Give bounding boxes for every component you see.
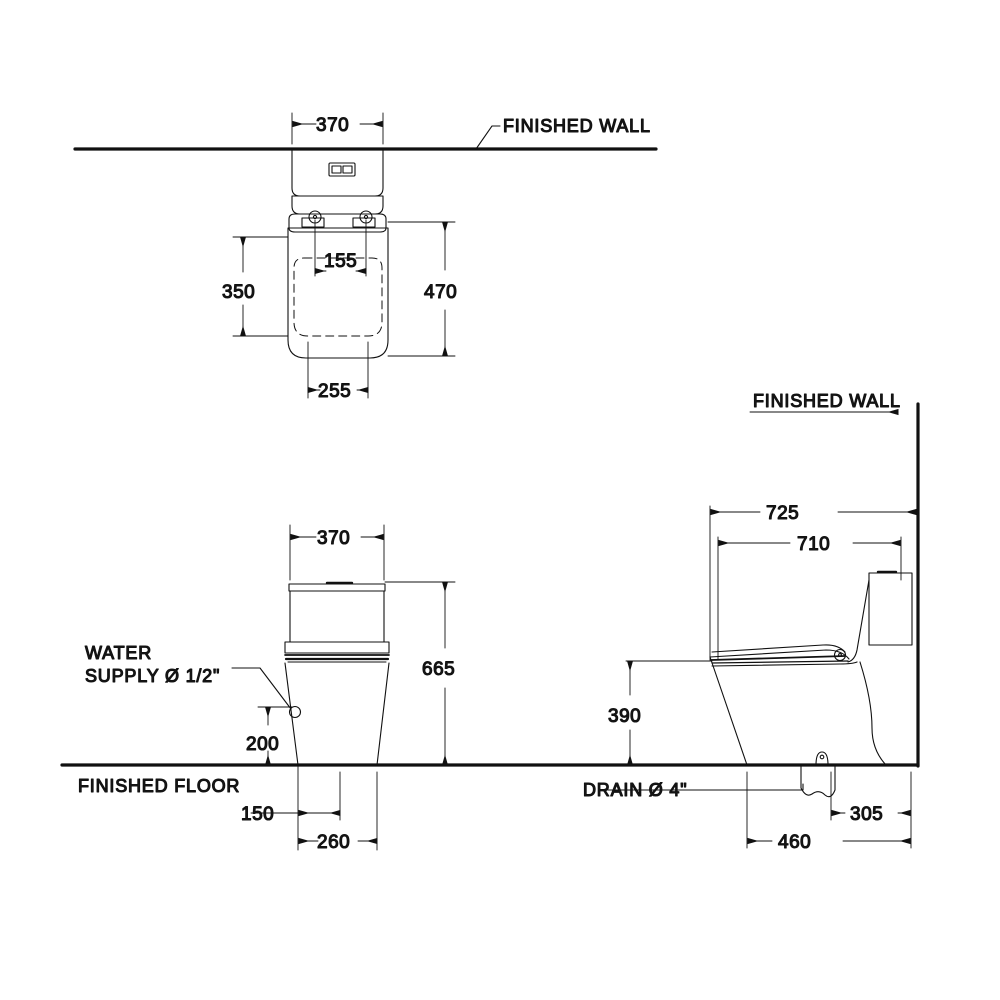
side-dim-390-value: 390 [608,706,641,727]
side-drain-outlet [800,764,836,798]
plan-dim-255-value: 255 [318,381,351,402]
plan-hinge-left-bolt-center [312,214,318,220]
front-seat-lid [284,641,390,654]
side-dim-710: 710 [717,533,902,661]
drain-note-label: DRAIN Ø 4" [583,780,687,800]
side-dim-710-value: 710 [797,534,830,555]
front-tank-body [289,590,385,643]
front-dim-370-value: 370 [317,528,350,549]
side-bowl-rear-profile [859,661,887,766]
finished-wall-right-label: FINISHED WALL [753,391,901,411]
front-dim-200: 200 [245,706,294,766]
side-seat-hinge-bolt-center [838,653,842,657]
front-dim-665: 665 [384,581,456,766]
side-dim-305: 305 [831,803,911,826]
plan-bowl-outline [287,227,389,359]
front-water-supply-inlet [288,705,302,719]
side-dim-390: 390 [607,660,713,766]
plan-view: FINISHED WALL 370 [73,112,658,403]
side-bowl-front-profile [709,656,748,766]
plan-dim-350: 350 [221,236,289,337]
water-supply-note-line2: SUPPLY Ø 1/2" [85,666,220,686]
plan-hinge-right-block [352,217,376,228]
plan-tank-lid-band [291,195,384,215]
plan-dim-350-value: 350 [222,282,255,303]
side-dim-725-value: 725 [766,503,799,524]
plan-dim-470-value: 470 [424,282,457,303]
front-dim-150: 150 [240,803,341,826]
front-dim-200-value: 200 [246,734,279,755]
side-seat-hinge-bolt [833,648,847,662]
plan-dim-255: 255 [307,341,369,403]
front-elevation: FINISHED FLOOR WATER SUPPLY Ø 1/2" 370 [60,524,920,854]
side-tank-outline [868,572,913,646]
side-seat-line-1 [710,655,846,661]
front-dim-260: 260 [298,831,378,854]
finished-floor-label: FINISHED FLOOR [78,776,240,796]
side-seat-top-line [711,644,846,653]
plan-wall-leader [475,125,501,150]
side-tank-shoulder [847,579,870,663]
front-dim-370: 370 [289,524,385,581]
side-dim-725: 725 [709,502,917,661]
plan-dim-155: 155 [314,219,367,277]
front-bowl-body [284,662,390,766]
plan-hinge-left-block [301,217,325,228]
plan-flush-plate-right-button [342,165,353,174]
front-dim-260-value: 260 [317,832,350,853]
water-supply-note-line1: WATER [85,643,152,663]
side-drain-collar [815,751,829,766]
front-water-supply-leader [231,667,292,710]
front-dim-665-value: 665 [422,659,455,680]
front-tank-top-cap [288,583,386,592]
plan-bowl-inner-hidden [293,257,383,337]
plan-dim-370-value: 370 [316,115,349,136]
plan-dim-470: 470 [387,221,457,357]
plan-flush-plate-left-button [331,165,342,174]
plan-dim-370: 370 [291,112,384,145]
side-drain-leader [687,783,804,791]
side-seat-line-2 [711,660,849,664]
plan-flush-plate-outer [328,162,356,177]
side-seat-bottom-line [711,661,858,667]
side-seat-body [709,649,850,660]
side-elevation: FINISHED WALL DRAIN Ø 4" 725 [582,390,920,854]
plan-hinge-right-bolt-center [363,214,369,220]
side-dim-460-value: 460 [778,832,811,853]
finished-wall-top-label: FINISHED WALL [503,116,651,136]
side-dim-305-value: 305 [850,804,883,825]
side-drain-bolt-hole [819,754,825,760]
side-dim-460: 460 [747,831,911,854]
plan-dim-155-value: 155 [324,251,357,272]
front-dim-150-value: 150 [241,804,274,825]
